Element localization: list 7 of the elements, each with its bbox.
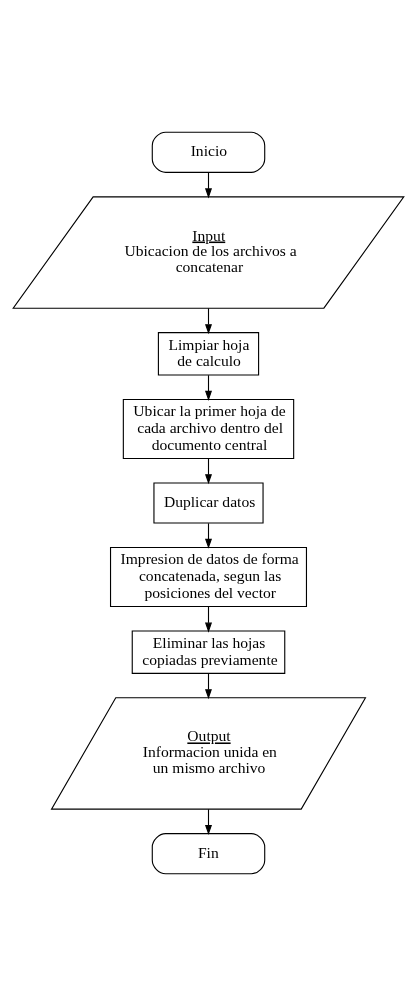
node-box: Ubicar la primer hoja de cada archivo dentro del documento central — [122, 398, 294, 459]
node-box: Impresion de datos de forma concatenada, segun las posiciones del vector — [109, 546, 307, 607]
node-box: Inicio — [151, 131, 265, 173]
node-box: Limpiar hoja de calculo — [157, 331, 259, 376]
node-box: Fin — [151, 832, 265, 874]
node-box: Eliminar las hojas copiadas previamente — [131, 629, 285, 674]
node-box: Duplicar datos — [152, 481, 264, 524]
